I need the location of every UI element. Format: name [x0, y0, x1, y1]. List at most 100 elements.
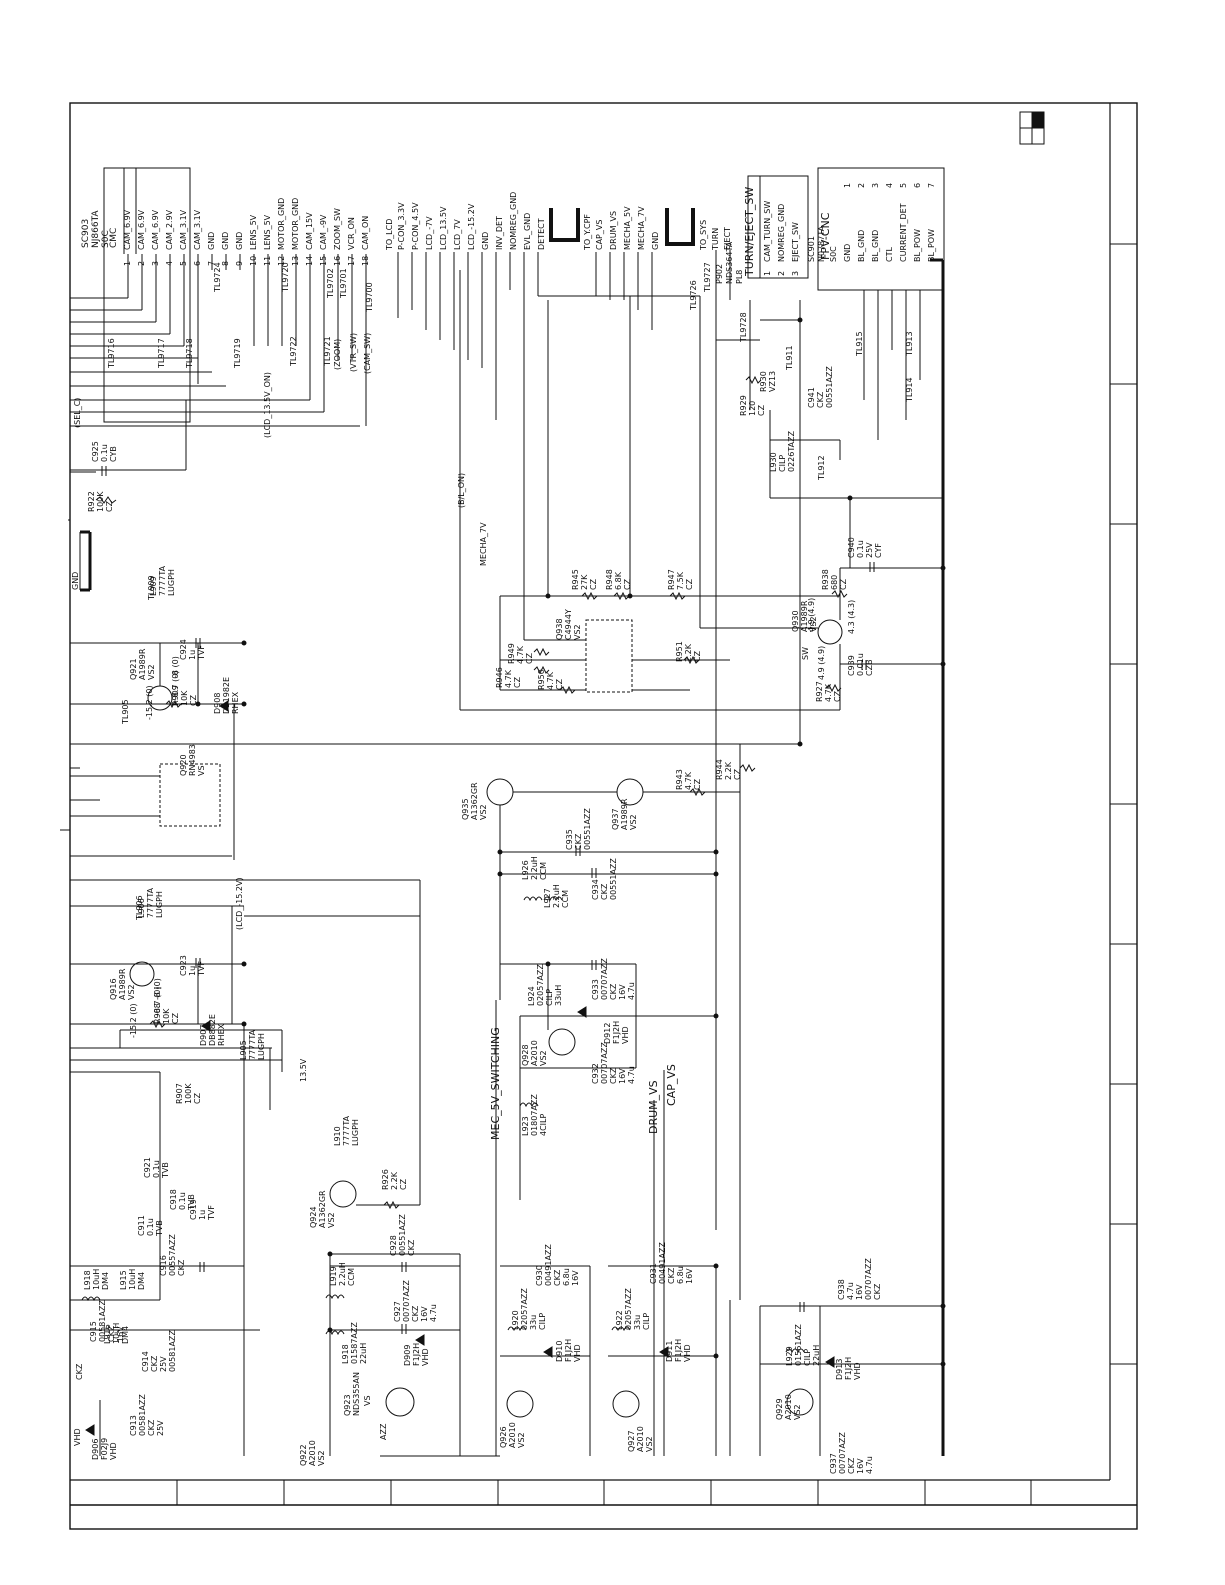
component-q922-line: VS2: [317, 1450, 326, 1466]
component-q929-line: A2010: [784, 1394, 793, 1420]
component-q923-line: Q923: [343, 1394, 352, 1416]
component-l922-line: 33u: [633, 1314, 642, 1330]
net-mec5: MEC_5V_SWITCHING: [489, 1027, 502, 1140]
component-ckz-note: CKZ: [75, 1363, 84, 1380]
component-r929-line: 120: [748, 400, 757, 416]
net-label: TO_LCD: [385, 218, 394, 250]
component-c935-line: 00551AZZ: [583, 808, 592, 850]
component-d910-line: D910: [555, 1340, 564, 1362]
component-r929-line: CZ: [757, 404, 766, 416]
eject-pin-number: 2: [777, 270, 786, 276]
component-r938-line: CZ: [839, 578, 848, 590]
left-wires: [68, 297, 360, 521]
cmc-pin-number: 14: [305, 255, 314, 266]
component-l920-line: 33u: [529, 1314, 538, 1330]
component-r949-line: 4.7K: [516, 646, 525, 664]
tp-tl9720: TL9720: [281, 262, 290, 292]
component-c923-line: C923: [179, 955, 188, 976]
v-q930-3: 4.9 (4.9): [817, 645, 826, 680]
pin-drop-lines: [127, 254, 367, 426]
component-l918b-line: 22uH: [359, 1342, 368, 1364]
component-l922-line: CILP: [642, 1312, 651, 1330]
component-c941-line: CKZ: [816, 391, 825, 408]
component-d907-line: RHEX: [217, 1023, 226, 1046]
net-label: P-CON_3.3V: [397, 202, 406, 250]
component-l906-line: L906: [137, 898, 146, 918]
tp-tl912: TL912: [817, 455, 826, 480]
component-q935-line: VS2: [479, 804, 488, 820]
component-l923-line: L923: [521, 1116, 530, 1136]
net-vtr: (VTR_SW): [349, 332, 358, 372]
net-label: GND: [651, 231, 660, 250]
component-l906-line: 7777TA: [146, 887, 155, 918]
component-c919-line: 1u: [198, 1209, 207, 1220]
component-d906-line: VHD: [109, 1442, 118, 1460]
component-l924-line: 02057AZZ: [536, 964, 545, 1006]
component-c932-line: 16V: [618, 1068, 627, 1084]
cmc-connector-grid: [123, 168, 137, 254]
component-c914-line: 00581AZZ: [168, 1330, 177, 1372]
fpv-pin-name: BL_GND: [871, 229, 880, 262]
component-l927-line: 2.2uH: [552, 884, 561, 908]
component-r929-line: R929: [739, 395, 748, 416]
component-d913-line: F1J2H: [844, 1356, 853, 1380]
cmc-pin-number: 18: [361, 255, 370, 266]
fpv-pin-name: CTL: [885, 247, 894, 262]
cmc-pin-name: MOTOR_GND: [291, 197, 300, 250]
component-c940-line: CYF: [874, 543, 883, 558]
component-r927-line: CZ: [833, 690, 842, 702]
component-c930-line: 6.8u: [562, 1268, 571, 1286]
resistors: [95, 375, 848, 1210]
tp-tl9728: TL9728: [739, 312, 748, 342]
cmc-pin-name: LENS_5V: [249, 214, 258, 250]
component-c911-line: C911: [137, 1215, 146, 1236]
fpv-pin-name: BL_POW: [913, 229, 922, 262]
component-c934-line: CKZ: [600, 883, 609, 900]
component-c923-line: TVF: [197, 961, 206, 976]
component-c938-line: C938: [837, 1279, 846, 1300]
component-q922-line: Q922: [299, 1444, 308, 1466]
component-c927-line: 16V: [420, 1306, 429, 1322]
q921-region: [70, 642, 244, 860]
component-r926-line: 2.2K: [390, 1172, 399, 1190]
cmc-pin-name: CAM_15V: [305, 212, 314, 250]
component-r938-line: R938: [821, 569, 830, 590]
component-q920-line: Q920: [179, 754, 188, 776]
cmc-pin-number: 4: [165, 260, 174, 266]
component-q935-line: Q935: [461, 798, 470, 820]
tp-tl9719: TL9719: [233, 338, 242, 368]
component-l929-line: 01561AZZ: [794, 1324, 803, 1366]
net-drum: DRUM_VS: [647, 1080, 660, 1134]
component-r930-line: R930: [759, 371, 768, 392]
component-r927-line: 4.7K: [824, 684, 833, 702]
component-c913-line: CKZ: [147, 1419, 156, 1436]
component-q938-line: C4944Y: [564, 609, 573, 640]
eject-pin-name: CAM_TURN_SW: [763, 200, 772, 262]
component-c918-line: 0.1u: [178, 1192, 187, 1210]
net-lcd35: (LCD_13.5V_ON): [263, 371, 272, 438]
tp-tl911: TL911: [785, 345, 794, 370]
component-l926-line: L926: [521, 860, 530, 880]
fpv-pin-name: BL_GND: [857, 229, 866, 262]
component-c933-line: 4.7u: [627, 982, 636, 1000]
component-q927-line: A2010: [636, 1426, 645, 1452]
component-c937-line: CKZ: [847, 1457, 856, 1474]
component-r950-line: 4.7K: [546, 672, 555, 690]
component-d909-line: VHD: [421, 1348, 430, 1366]
frame-right-ticks: [1110, 243, 1137, 1365]
cmc-pin-number: 16: [333, 255, 342, 266]
tp-tl9700: TL9700: [365, 282, 374, 312]
cmc-pin-number: 11: [263, 255, 272, 266]
component-c913-line: 00581AZZ: [138, 1394, 147, 1436]
tp-tl9717: TL9717: [157, 338, 166, 368]
net-bl-on: (B/L_ON): [457, 472, 466, 508]
component-l905-line: 7777TA: [248, 1029, 257, 1060]
component-r946-line: R946: [495, 667, 504, 688]
fpv-type: S0C: [829, 246, 838, 262]
net-label: MECHA_5V: [623, 206, 632, 250]
component-c924-line: C924: [179, 639, 188, 660]
component-l926-line: 2.2uH: [530, 856, 539, 880]
component-c931-line: 00491AZZ: [658, 1242, 667, 1284]
cmc-pin-name: GND: [221, 231, 230, 250]
